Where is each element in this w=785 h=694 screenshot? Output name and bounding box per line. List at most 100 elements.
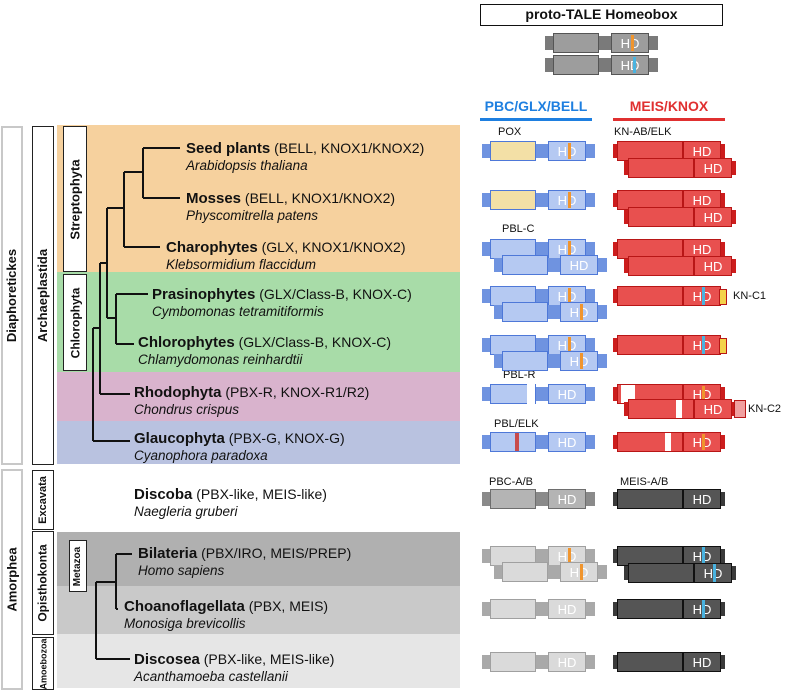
domain-marker — [702, 600, 705, 618]
label-kn-c1: KN-C1 — [733, 290, 767, 302]
pbc-domain-box — [490, 489, 536, 509]
domain-marker — [633, 57, 636, 73]
label-archaeplastida: Archaeplastida — [32, 126, 54, 465]
domain-marker — [568, 288, 571, 304]
meis-domain-box — [628, 207, 694, 227]
kn-c2-domain — [734, 400, 746, 418]
homeodomain-box: HD — [548, 141, 586, 161]
band-chlorophyta — [57, 272, 460, 372]
domain-marker — [580, 564, 583, 580]
pbc-domain-box — [490, 432, 536, 452]
band-glaucophyta — [57, 421, 460, 464]
domain-marker — [568, 241, 571, 257]
label-metazoa: Metazoa — [69, 540, 87, 592]
domain-gap — [665, 433, 671, 451]
homeodomain-box: HD — [548, 652, 586, 672]
taxon-discoba: Discoba (PBX-like, MEIS-like)Naegleria g… — [134, 486, 327, 519]
label-pbl-r: PBL-R — [503, 369, 536, 381]
meis-domain-box — [617, 599, 683, 619]
label-excavata: Excavata — [32, 470, 54, 530]
domain-marker — [713, 564, 716, 582]
homeodomain-box: HD — [611, 55, 649, 75]
label-amoebozoa: Amoebozoa — [32, 637, 54, 690]
taxon-bilateria: Bilateria (PBX/IRO, MEIS/PREP)Homo sapie… — [138, 545, 352, 578]
domain-marker — [580, 304, 583, 320]
homeodomain-box: HD — [560, 255, 598, 275]
label-streptophyta: Streptophyta — [63, 126, 87, 272]
pbc-domain-box — [490, 384, 536, 404]
tree-branch — [92, 327, 130, 442]
taxon-prasinophytes: Prasinophytes (GLX/Class-B, KNOX-C)Cymbo… — [152, 286, 412, 319]
label-pbc-ab: PBC-A/B — [489, 476, 534, 488]
domain-marker — [568, 548, 571, 564]
meis-domain-box — [628, 256, 694, 276]
label-kn-ab-elk: KN-AB/ELK — [614, 126, 672, 138]
pbc-domain-box — [490, 599, 536, 619]
homeodomain-box: HD — [694, 207, 732, 227]
taxon-seed-plants: Seed plants (BELL, KNOX1/KNOX2)Arabidops… — [186, 140, 425, 173]
taxon-chlorophytes: Chlorophytes (GLX/Class-B, KNOX-C)Chlamy… — [138, 334, 392, 367]
column-underline-meis — [613, 118, 725, 121]
meis-domain-box — [617, 652, 683, 672]
pbc-domain-box — [490, 652, 536, 672]
label-amorphea: Amorphea — [1, 469, 23, 690]
yellow-domain — [719, 289, 727, 305]
homeodomain-box: HD — [683, 141, 721, 161]
meis-domain-box — [617, 432, 683, 452]
label-chlorophyta: Chlorophyta — [63, 274, 87, 371]
taxon-rhodophyta: Rhodophyta (PBX-R, KNOX-R1/R2)Chondrus c… — [134, 384, 370, 417]
meis-domain-box — [617, 335, 683, 355]
pbc-domain-box — [502, 302, 548, 322]
homeodomain-box: HD — [560, 562, 598, 582]
meis-domain-box — [628, 563, 694, 583]
pbc-domain-box — [553, 33, 599, 53]
proto-tale-title: proto-TALE Homeobox — [480, 4, 723, 26]
label-meis-ab: MEIS-A/B — [620, 476, 669, 488]
pbc-domain-box — [502, 255, 548, 275]
column-title-pbc: PBC/GLX/BELL — [484, 98, 588, 114]
band-rhodophyta — [57, 372, 460, 421]
domain-marker — [702, 287, 705, 305]
homeodomain-box: HD — [694, 256, 732, 276]
column-title-meis: MEIS/KNOX — [629, 98, 709, 114]
homeodomain-box: HD — [683, 652, 721, 672]
pbc-domain-box — [502, 351, 548, 371]
homeodomain-box: HD — [694, 158, 732, 178]
label-kn-c2: KN-C2 — [748, 403, 782, 415]
band-discosea — [57, 634, 460, 688]
pbc-domain-box — [553, 55, 599, 75]
label-pbl-elk: PBL/ELK — [494, 418, 539, 430]
pbc-domain-box — [490, 141, 536, 161]
homeodomain-box: HD — [683, 489, 721, 509]
column-underline-pbc — [480, 118, 592, 121]
label-diaphoretickes: Diaphoretickes — [1, 126, 23, 465]
meis-domain-box — [628, 399, 694, 419]
meis-domain-box — [617, 286, 683, 306]
taxon-mosses: Mosses (BELL, KNOX1/KNOX2)Physcomitrella… — [186, 190, 396, 223]
homeodomain-box: HD — [560, 302, 598, 322]
domain-gap — [621, 385, 635, 403]
taxon-charophytes: Charophytes (GLX, KNOX1/KNOX2)Klebsormid… — [166, 239, 406, 272]
band-bilateria — [57, 532, 460, 586]
label-opisthokonta: Opisthokonta — [32, 531, 54, 635]
taxon-discosea: Discosea (PBX-like, MEIS-like)Acanthamoe… — [134, 651, 335, 684]
homeodomain-box: HD — [548, 489, 586, 509]
band-choanoflagellata — [57, 586, 460, 634]
homeodomain-box: HD — [548, 190, 586, 210]
tree-branch — [123, 171, 160, 248]
domain-marker — [580, 353, 583, 369]
label-pbl-c: PBL-C — [502, 223, 535, 235]
domain-marker — [568, 143, 571, 159]
yellow-domain — [719, 338, 727, 354]
pbc-domain-box — [502, 562, 548, 582]
homeodomain-box: HD — [694, 399, 732, 419]
homeodomain-box: HD — [548, 286, 586, 306]
label-pox: POX — [498, 126, 522, 138]
domain-marker — [631, 35, 634, 51]
tree-branch — [95, 581, 130, 660]
taxon-choanoflagellata: Choanoflagellata (PBX, MEIS)Monosiga bre… — [124, 598, 329, 631]
homeodomain-box: HD — [560, 351, 598, 371]
domain-marker — [702, 434, 705, 450]
domain-marker — [568, 192, 571, 208]
domain-marker — [702, 386, 705, 402]
